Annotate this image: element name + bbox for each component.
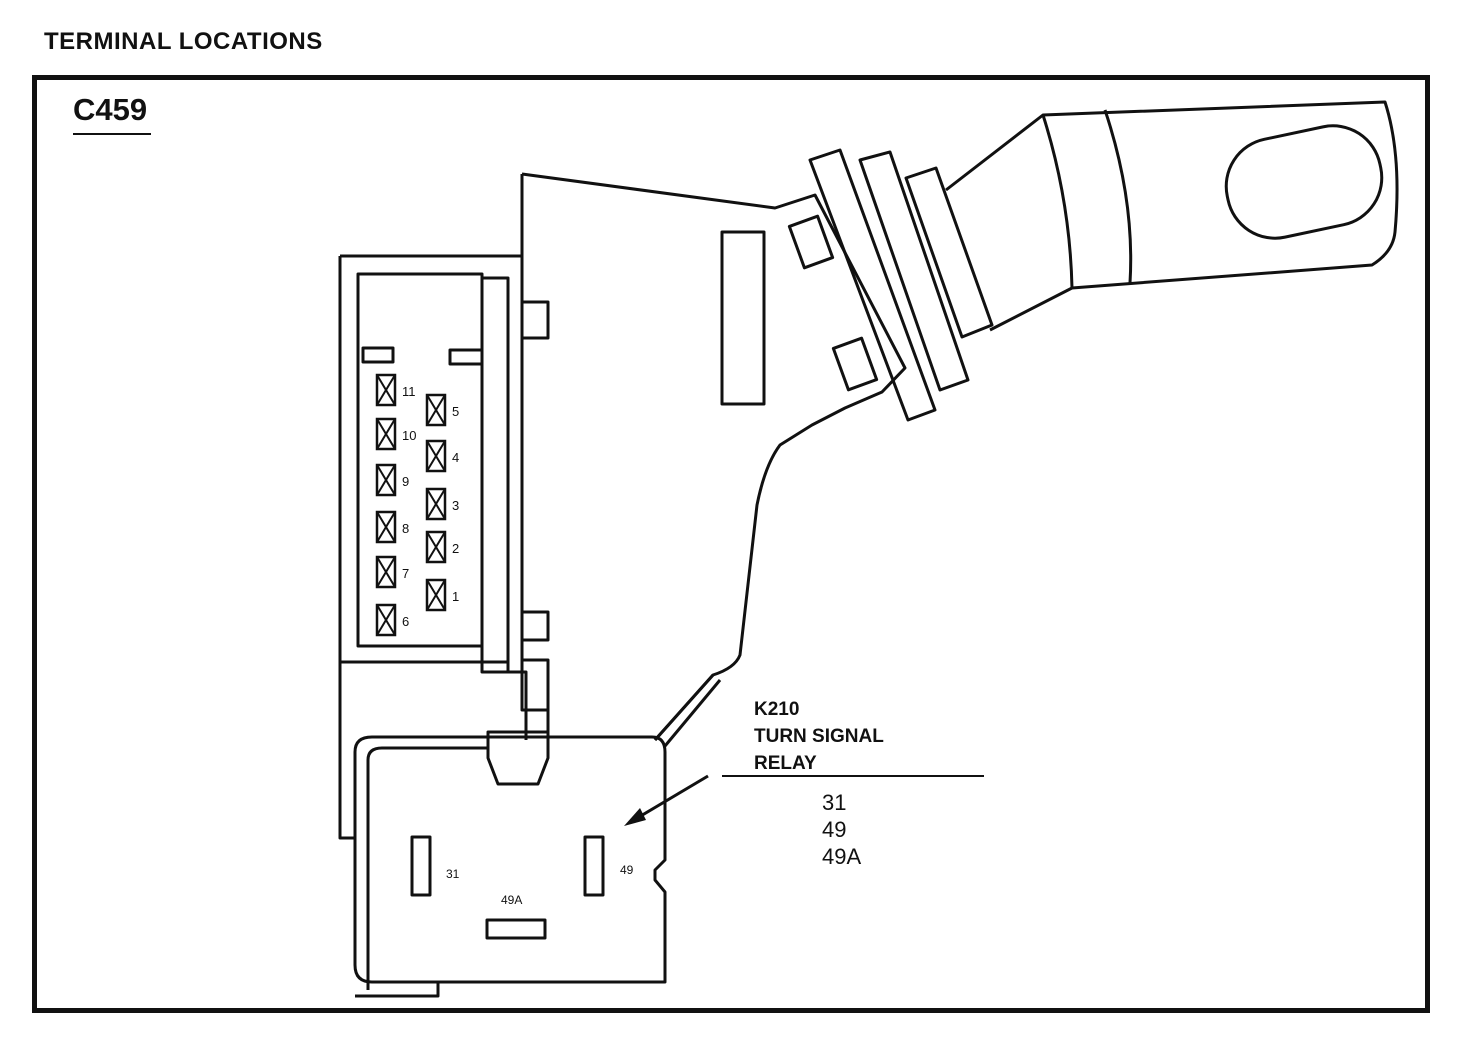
pin-cavity: [375, 373, 397, 407]
lever-slot: [1224, 124, 1384, 240]
pin-number-label: 5: [452, 404, 459, 419]
pin-number-label: 7: [402, 566, 409, 581]
relay-body: [353, 735, 667, 984]
pin-cavity-cross: [376, 604, 396, 636]
page-title: TERMINAL LOCATIONS: [44, 28, 323, 55]
pin-cavity: [425, 393, 447, 427]
connector-pin-11: 11: [375, 373, 416, 407]
pin-number-label: 3: [452, 498, 459, 513]
housing-left-edge: [520, 174, 550, 710]
relay-inner-edge: [366, 746, 488, 990]
connector-id: C459: [73, 92, 148, 127]
connector-pin-10: 10: [375, 417, 416, 451]
relay-name-line: TURN SIGNAL: [754, 726, 884, 747]
relay-terminal: 31: [822, 790, 847, 815]
connector-lower-lip: [340, 660, 528, 740]
pin-cavity: [375, 417, 397, 451]
pin-number-label: 6: [402, 614, 409, 629]
connector-pin-3: 3: [425, 487, 459, 521]
pin-number-label: 4: [452, 450, 459, 465]
pin-number-label: 2: [452, 541, 459, 556]
pin-number-label: 11: [402, 384, 416, 399]
lever-shaft: [945, 100, 1399, 332]
relay-blade-49: [583, 835, 605, 897]
pin-cavity: [375, 555, 397, 589]
pin-cavity-cross: [376, 511, 396, 543]
connector-pin-9: 9: [375, 463, 409, 497]
pin-cavity-cross: [426, 440, 446, 472]
pin-number-label: 10: [402, 428, 416, 443]
relay-base-lip: [355, 982, 440, 998]
connector-pin-5: 5: [425, 393, 459, 427]
pin-cavity: [375, 463, 397, 497]
pin-number-label: 8: [402, 521, 409, 536]
connector-id-underline: [73, 133, 151, 135]
connector-pin-4: 4: [425, 439, 459, 473]
pin-cavity: [375, 603, 397, 637]
pin-cavity: [425, 530, 447, 564]
lever-band-1: [1041, 114, 1074, 289]
pin-cavity-cross: [426, 394, 446, 426]
relay-terminal: 49: [822, 817, 847, 842]
relay-callout: K210 TURN SIGNAL RELAY: [754, 696, 884, 777]
connector-pin-1: 1: [425, 578, 459, 612]
body-tab: [720, 230, 766, 406]
pin-cavity: [375, 510, 397, 544]
pin-cavity: [425, 487, 447, 521]
diagram-frame: [32, 75, 1430, 1013]
pin-cavity-cross: [426, 488, 446, 520]
relay-link-wire: [653, 674, 722, 747]
callout-rule: [722, 775, 984, 777]
relay-mount-clip: [486, 730, 550, 786]
pin-cavity: [425, 439, 447, 473]
relay-terminal-list: 31 49 49A: [822, 789, 861, 870]
lever-band-2: [1103, 109, 1133, 284]
relay-pin-label-31: 31: [446, 867, 460, 881]
pin-cavity-cross: [376, 418, 396, 450]
pin-cavity-cross: [426, 579, 446, 611]
pin-cavity-cross: [376, 556, 396, 588]
relay-name-line: RELAY: [754, 753, 817, 774]
keyway-left: [361, 346, 395, 364]
relay-pin-label-49a: 49A: [501, 893, 522, 907]
stalk-collar-1: [808, 148, 937, 422]
switch-housing: [521, 172, 907, 741]
connector-shell: [338, 254, 550, 840]
relay-blade-49a: [485, 918, 547, 940]
relay-blade-31: [410, 835, 432, 897]
connector-pin-7: 7: [375, 555, 409, 589]
body-square-lower: [831, 336, 879, 392]
connector-face: [356, 272, 484, 648]
callout-arrowhead: [624, 808, 646, 826]
pin-cavity-cross: [426, 531, 446, 563]
body-square-upper: [787, 214, 835, 270]
relay-name-line: K210: [754, 699, 800, 720]
connector-pin-2: 2: [425, 530, 459, 564]
pin-cavity: [425, 578, 447, 612]
connector-latch-bar: [480, 276, 510, 674]
pin-cavity-cross: [376, 374, 396, 406]
relay-terminal: 49A: [822, 844, 862, 869]
pin-number-label: 1: [452, 589, 459, 604]
callout-arrow-line: [633, 774, 709, 822]
pin-cavity-cross: [376, 464, 396, 496]
stalk-collar-2: [858, 150, 970, 392]
connector-pin-8: 8: [375, 510, 409, 544]
relay-pin-label-49: 49: [620, 863, 634, 877]
connector-pin-6: 6: [375, 603, 409, 637]
pin-number-label: 9: [402, 474, 409, 489]
stalk-collar-3: [904, 166, 994, 339]
keyway-right: [448, 348, 484, 366]
